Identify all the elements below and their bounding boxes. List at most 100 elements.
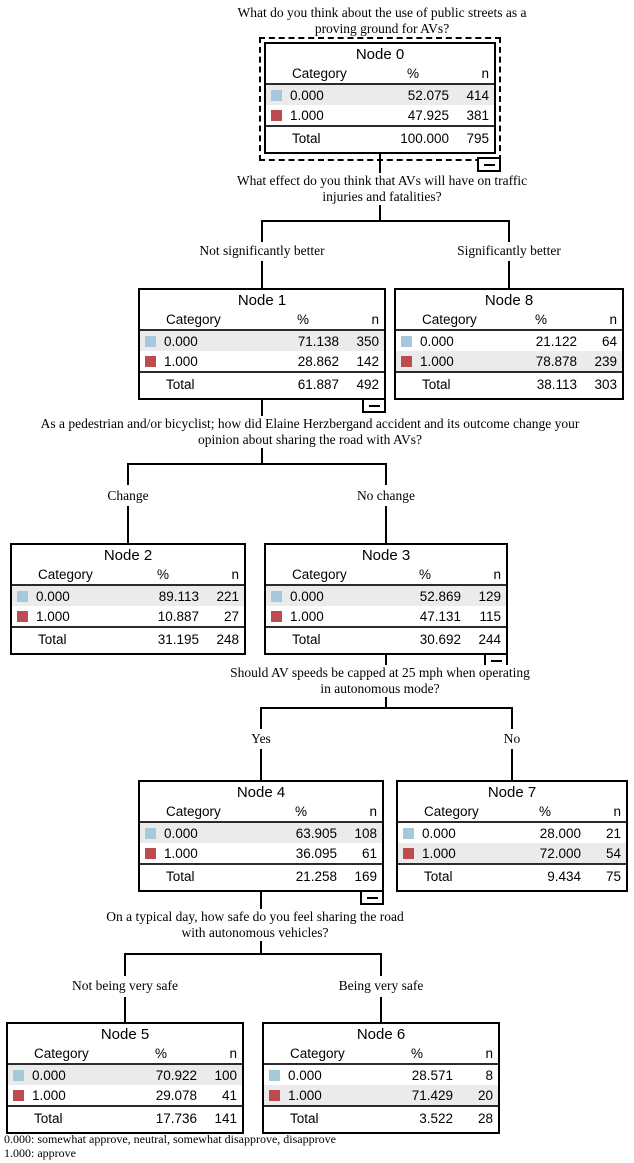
table-header: Category % n	[396, 312, 622, 331]
branch-label-right-1: Significantly better	[457, 243, 561, 258]
category-1-swatch-icon	[271, 610, 282, 622]
node-title: Node 3	[361, 547, 411, 564]
connector-line	[508, 220, 510, 242]
minus-icon	[483, 163, 495, 166]
node-1[interactable]: Node 1 Category % n 0.000 71.138 350 1.0…	[138, 288, 386, 413]
node-8[interactable]: Node 8 Category % n 0.000 21.122 64 1.00…	[394, 288, 624, 400]
category-row: 0.000 52.869 129	[266, 586, 506, 606]
total-row: Total 61.887 492	[166, 377, 379, 392]
table-header: Category % n	[8, 1046, 242, 1065]
node-title: Node 7	[487, 784, 537, 801]
connector-line	[127, 506, 129, 543]
category-row: 1.000 10.887 27	[12, 606, 244, 628]
total-row: Total 17.736 141	[34, 1111, 237, 1126]
minus-icon	[490, 659, 502, 662]
branch-label-left-4: Not being very safe	[71, 978, 179, 993]
connector-line	[124, 953, 382, 955]
category-row: 1.000 28.862 142	[140, 351, 384, 373]
category-0-swatch-icon	[13, 1069, 24, 1081]
node-title: Node 0	[355, 46, 405, 63]
node-3[interactable]: Node 3 Category % n 0.000 52.869 129 1.0…	[264, 543, 508, 668]
connector-line	[260, 707, 262, 729]
node-2[interactable]: Node 2 Category % n 0.000 89.113 221 1.0…	[10, 543, 246, 655]
category-1-swatch-icon	[403, 847, 414, 859]
branch-label-right-3: No	[503, 731, 521, 746]
branch-label-right-4: Being very safe	[338, 978, 424, 993]
total-row: Total 31.195 248	[38, 632, 239, 647]
category-0-swatch-icon	[401, 335, 412, 347]
table-header: Category % n	[264, 1046, 498, 1065]
minus-icon	[368, 404, 380, 407]
connector-line	[385, 463, 387, 485]
connector-line	[127, 463, 129, 485]
connector-line	[261, 261, 263, 288]
category-0-swatch-icon	[145, 827, 156, 839]
split-question-4: On a typical day, how safe do you feel s…	[105, 909, 405, 941]
category-0-swatch-icon	[269, 1069, 280, 1081]
category-row: 0.000 28.571 8	[264, 1065, 498, 1085]
node-title: Node 5	[100, 1026, 150, 1043]
category-row: 1.000 29.078 41	[8, 1085, 242, 1107]
category-row: 1.000 47.131 115	[266, 606, 506, 628]
total-row: Total 9.434 75	[424, 869, 621, 884]
node-6[interactable]: Node 6 Category % n 0.000 28.571 8 1.000…	[262, 1022, 500, 1134]
category-0-swatch-icon	[145, 335, 156, 347]
connector-line	[511, 707, 513, 729]
category-0-swatch-icon	[271, 590, 282, 602]
category-row: 1.000 71.429 20	[264, 1085, 498, 1107]
category-1-swatch-icon	[13, 1089, 24, 1101]
category-row: 0.000 70.922 100	[8, 1065, 242, 1085]
category-1-swatch-icon	[401, 355, 412, 367]
table-header: Category % n	[140, 312, 384, 331]
connector-line	[124, 953, 126, 976]
collapse-button[interactable]	[362, 398, 386, 413]
branch-label-left-1: Not significantly better	[199, 243, 325, 258]
category-1-swatch-icon	[145, 355, 156, 367]
legend-line-0: 0.000: somewhat approve, neutral, somewh…	[4, 1132, 336, 1146]
table-header: Category % n	[140, 804, 382, 823]
category-1-swatch-icon	[145, 847, 156, 859]
category-1-swatch-icon	[269, 1089, 280, 1101]
node-5[interactable]: Node 5 Category % n 0.000 70.922 100 1.0…	[6, 1022, 244, 1134]
connector-line	[260, 707, 513, 709]
total-row: Total 100.000 795	[292, 131, 489, 146]
connector-line	[385, 506, 387, 543]
node-title: Node 1	[237, 292, 287, 309]
category-1-swatch-icon	[271, 109, 282, 121]
category-row: 1.000 36.095 61	[140, 843, 382, 865]
category-0-swatch-icon	[271, 89, 282, 101]
node-7[interactable]: Node 7 Category % n 0.000 28.000 21 1.00…	[396, 780, 628, 892]
category-row: 1.000 72.000 54	[398, 843, 626, 865]
collapse-button[interactable]	[477, 157, 501, 172]
minus-icon	[366, 896, 378, 899]
connector-line	[261, 220, 263, 242]
total-row: Total 38.113 303	[422, 377, 617, 392]
total-row: Total 21.258 169	[166, 869, 377, 884]
split-question-3: Should AV speeds be capped at 25 mph whe…	[230, 665, 530, 697]
table-header: Category % n	[266, 66, 494, 85]
category-row: 0.000 28.000 21	[398, 823, 626, 843]
connector-line	[127, 463, 387, 465]
branch-label-right-2: No change	[356, 488, 416, 503]
connector-line	[260, 749, 262, 780]
total-row: Total 3.522 28	[290, 1111, 493, 1126]
table-header: Category % n	[398, 804, 626, 823]
category-1-swatch-icon	[17, 610, 28, 622]
connector-line	[508, 261, 510, 288]
table-header: Category % n	[12, 567, 244, 586]
collapse-button[interactable]	[360, 890, 384, 905]
split-question-1: What effect do you think that AVs will h…	[222, 173, 542, 205]
split-question-2: As a pedestrian and/or bicyclist; how di…	[28, 416, 592, 448]
category-row: 0.000 21.122 64	[396, 331, 622, 351]
node-4[interactable]: Node 4 Category % n 0.000 63.905 108 1.0…	[138, 780, 384, 905]
node-title: Node 4	[236, 784, 286, 801]
category-0-swatch-icon	[403, 827, 414, 839]
connector-line	[511, 749, 513, 780]
node-title: Node 8	[484, 292, 534, 309]
branch-label-left-2: Change	[107, 488, 149, 503]
category-0-swatch-icon	[17, 590, 28, 602]
connector-line	[124, 997, 126, 1022]
node-0[interactable]: Node 0 Category % n 0.000 52.075 414 1.0…	[259, 37, 501, 172]
root-question: What do you think about the use of publi…	[232, 5, 532, 37]
